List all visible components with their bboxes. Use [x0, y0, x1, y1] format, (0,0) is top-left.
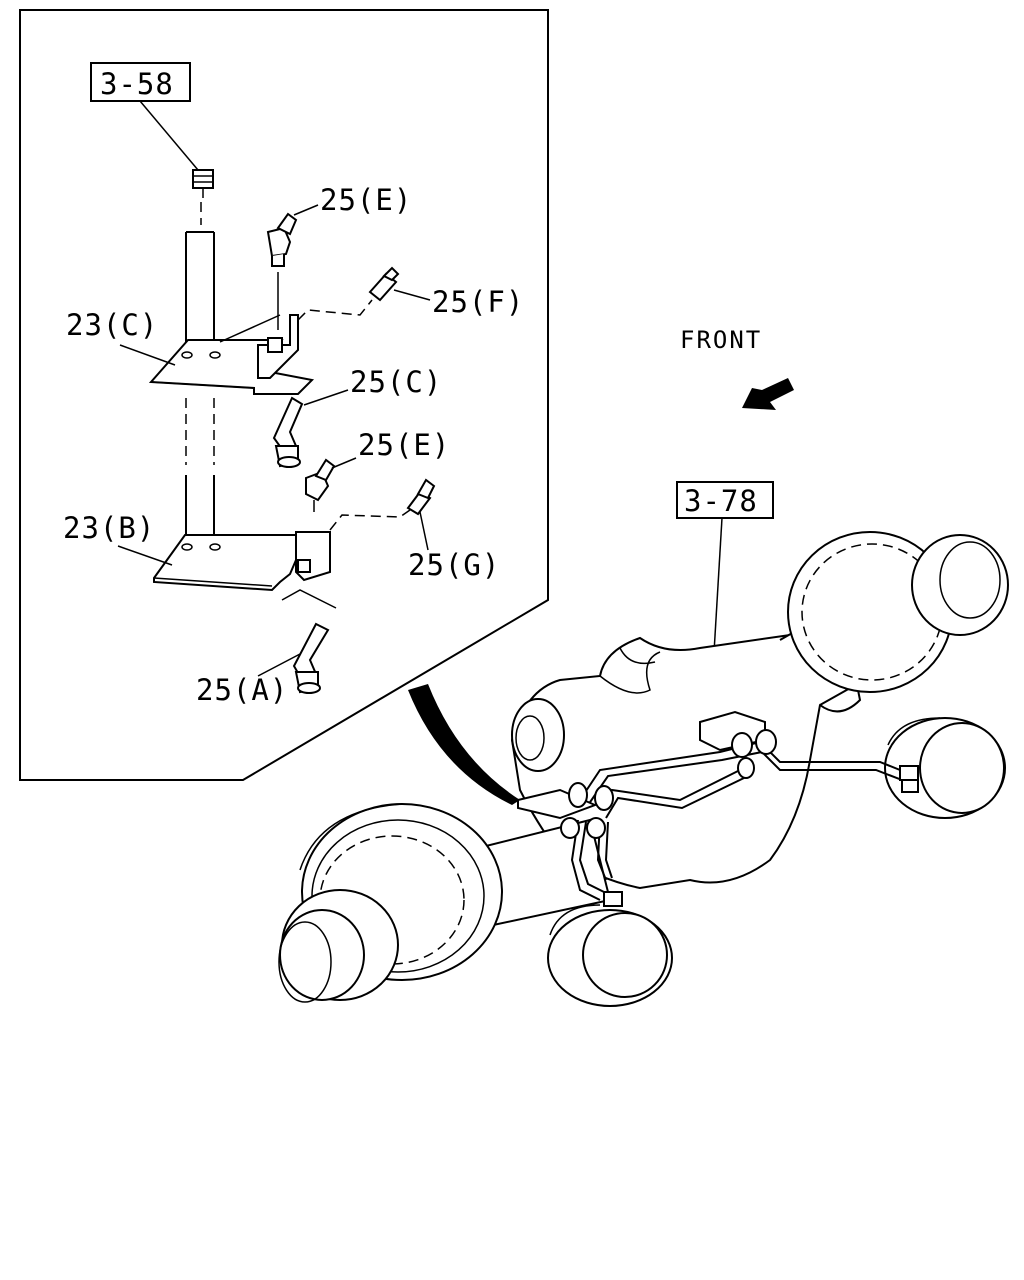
axle-fittings-left[interactable] — [560, 782, 623, 907]
fitting-25a[interactable] — [292, 622, 330, 694]
fitting-25f-guide — [297, 299, 373, 321]
fitting-25e-upper[interactable] — [266, 212, 298, 267]
ref-3-58-label: 3-58 — [100, 67, 174, 101]
bolt-part[interactable] — [192, 169, 214, 198]
leader-25e-lower — [331, 457, 357, 469]
bracket-23c-rod — [219, 314, 281, 343]
left-brake-chamber — [547, 904, 673, 1007]
detail-inset-frame — [19, 9, 549, 781]
leader-25a — [257, 653, 301, 677]
fitting-25g[interactable] — [406, 478, 436, 516]
ref-3-78-box[interactable]: 3-78 — [676, 481, 774, 519]
left-wheel-hub — [278, 803, 503, 1003]
leader-23b — [117, 545, 173, 566]
callout-25f: 25(F) — [432, 285, 524, 319]
callout-25e-upper: 25(E) — [320, 183, 412, 217]
bracket-23b[interactable] — [153, 531, 337, 609]
leader-25g — [419, 511, 429, 551]
callout-23c: 23(C) — [66, 308, 158, 342]
leader-25f — [393, 289, 431, 301]
leader-3-58 — [139, 100, 199, 171]
leader-25e-upper — [293, 204, 319, 216]
leader-25c — [303, 389, 349, 406]
front-arrow-icon — [742, 378, 794, 410]
right-wheel-hub — [787, 531, 1009, 693]
fitting-25f[interactable] — [368, 266, 400, 302]
lower-bracket-posts — [185, 398, 215, 542]
callout-25c: 25(C) — [350, 365, 442, 399]
upper-bracket-posts — [185, 231, 215, 352]
axle-fittings-right[interactable] — [731, 729, 919, 793]
front-label: FRONT — [680, 326, 762, 354]
fitting-25g-guide — [329, 509, 411, 531]
inset-pointer — [408, 684, 520, 805]
ref-3-78-label: 3-78 — [684, 484, 758, 518]
fitting-25c[interactable] — [272, 396, 304, 468]
callout-23b: 23(B) — [63, 511, 155, 545]
callout-25g: 25(G) — [408, 548, 500, 582]
leader-23c — [119, 344, 176, 366]
bracket-23c[interactable] — [148, 314, 315, 395]
ref-3-58-box[interactable]: 3-58 — [90, 62, 191, 102]
fitting-25e-lower[interactable] — [305, 458, 336, 512]
callout-25a: 25(A) — [196, 673, 288, 707]
callout-25e-lower: 25(E) — [358, 428, 450, 462]
